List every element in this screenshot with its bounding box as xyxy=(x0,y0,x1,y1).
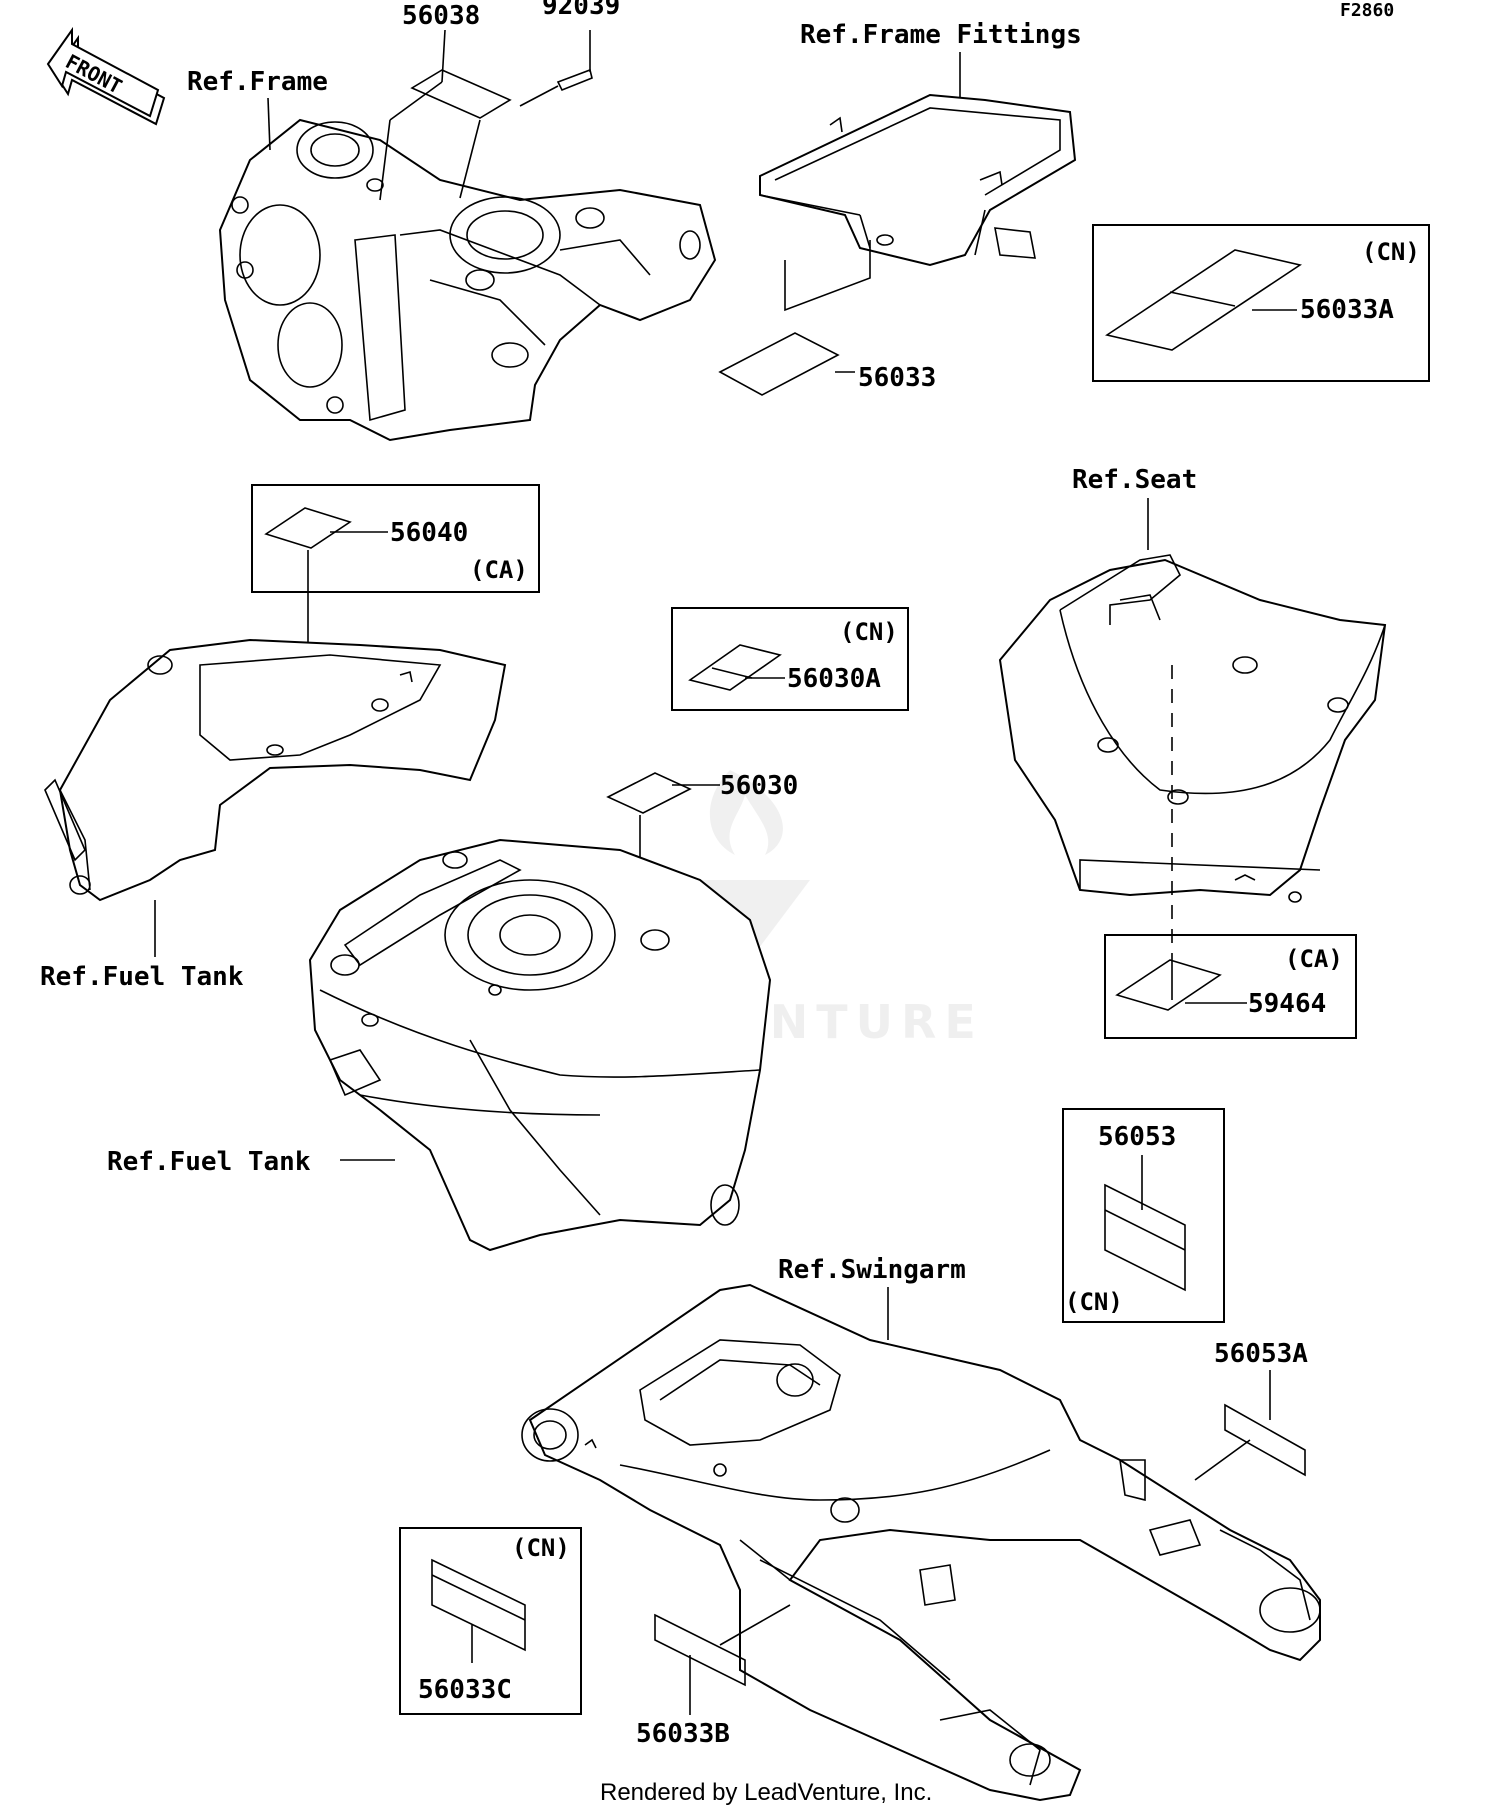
part-56033B: 56033B xyxy=(636,1719,730,1749)
part-56053: 56053 xyxy=(1098,1122,1176,1152)
ref-swingarm: Ref.Swingarm xyxy=(778,1255,966,1285)
label-56030A-sticker xyxy=(688,644,785,691)
tag-cn-56033A: (CN) xyxy=(1362,238,1420,266)
front-arrow-icon: FRONT xyxy=(46,26,166,126)
tag-ca-56040: (CA) xyxy=(470,556,528,584)
part-56053A: 56053A xyxy=(1214,1339,1308,1369)
part-59464: 59464 xyxy=(1248,989,1326,1019)
label-56040-sticker xyxy=(264,507,388,549)
tag-ca-59464: (CA) xyxy=(1285,945,1343,973)
label-56033-sticker xyxy=(718,240,871,396)
part-56033: 56033 xyxy=(858,363,936,393)
screw-92039 xyxy=(519,30,593,107)
part-56030A: 56030A xyxy=(787,664,881,694)
part-56033A: 56033A xyxy=(1300,295,1394,325)
part-92039: 92039 xyxy=(542,0,620,21)
box-56033C xyxy=(399,1527,582,1715)
label-56053A-sticker xyxy=(1194,1403,1306,1481)
part-56038: 56038 xyxy=(402,1,480,31)
box-56040 xyxy=(251,484,540,593)
label-56038-sticker xyxy=(379,29,512,201)
fuel-tank-cover-illustration xyxy=(44,638,507,902)
box-56033A xyxy=(1092,224,1430,382)
frame-illustration xyxy=(218,118,717,442)
label-56033C-sticker xyxy=(431,1558,526,1663)
ref-fuel-tank-1: Ref.Fuel Tank xyxy=(40,962,244,992)
fuel-tank-illustration xyxy=(308,838,772,1252)
box-56053 xyxy=(1062,1108,1225,1323)
seat-illustration xyxy=(998,554,1387,903)
part-56033C: 56033C xyxy=(418,1675,512,1705)
tag-cn-56053: (CN) xyxy=(1065,1288,1123,1316)
ref-frame: Ref.Frame xyxy=(187,67,328,97)
ref-frame-fittings: Ref.Frame Fittings xyxy=(800,20,1082,50)
ref-fuel-tank-2: Ref.Fuel Tank xyxy=(107,1147,311,1177)
tag-cn-56030A: (CN) xyxy=(840,618,898,646)
figure-code: F2860 xyxy=(1340,0,1394,21)
part-56040: 56040 xyxy=(390,518,468,548)
footer-credit: Rendered by LeadVenture, Inc. xyxy=(600,1779,932,1806)
frame-fittings-tray xyxy=(759,93,1077,267)
label-56053-sticker xyxy=(1104,1183,1186,1292)
label-56033B-sticker xyxy=(654,1604,791,1715)
box-59464 xyxy=(1104,934,1357,1039)
label-59464-sticker xyxy=(1115,959,1247,1011)
tag-cn-56033C: (CN) xyxy=(512,1534,570,1562)
part-56030: 56030 xyxy=(720,771,798,801)
box-56030A xyxy=(671,607,909,711)
ref-seat: Ref.Seat xyxy=(1072,465,1197,495)
label-56033A-sticker xyxy=(1105,249,1302,351)
